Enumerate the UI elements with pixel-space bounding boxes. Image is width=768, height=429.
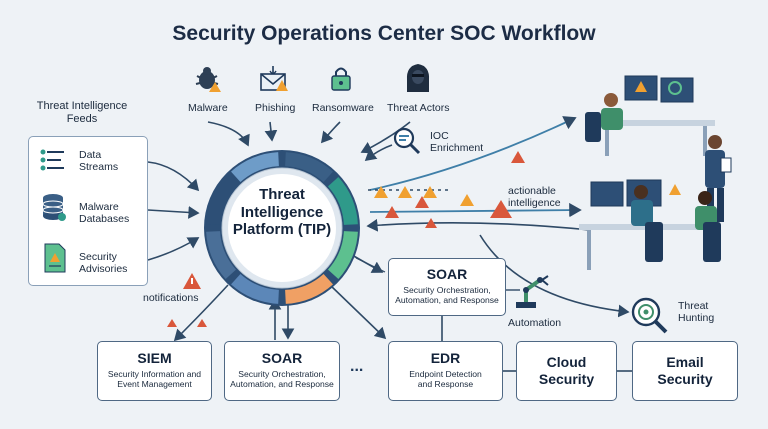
- tip-ring-segment: [327, 177, 358, 225]
- feed-item-malware-databases: Malware Databases: [79, 201, 130, 226]
- arrow-feeds-advisories: [147, 237, 200, 261]
- warning-icon: [374, 186, 388, 198]
- tip-ring-segment: [327, 231, 358, 279]
- threat-actors-label: Threat Actors: [387, 102, 450, 114]
- soar-bottom-subtitle: Security Orchestration, Automation, and …: [230, 369, 334, 390]
- arrow-phishing: [264, 121, 278, 142]
- feeds-heading: Threat Intelligence Feeds: [36, 100, 128, 125]
- edr-title: EDR: [430, 350, 461, 366]
- arrow-to-analysts-top: [369, 116, 577, 191]
- soar-bottom-title: SOAR: [261, 350, 303, 366]
- tip-label[interactable]: Threat Intelligence Platform (TIP): [232, 186, 332, 239]
- bug-icon: [195, 67, 221, 92]
- soar-top-title: SOAR: [426, 266, 468, 282]
- arrow-feedback: [366, 218, 591, 232]
- tip-ring-segment: [231, 152, 279, 183]
- data-streams-icon: [40, 149, 64, 171]
- edr-box[interactable]: EDR Endpoint Detection and Response: [388, 341, 503, 401]
- warning-icon: [167, 319, 177, 327]
- siem-box[interactable]: SIEM Security Information and Event Mana…: [97, 341, 212, 401]
- warning-icon: [490, 200, 512, 218]
- hacker-icon: [406, 64, 430, 92]
- tip-ring-segment: [206, 177, 237, 225]
- feeds-box: Data Streams Malware Databases Security …: [28, 136, 148, 286]
- soar-top-subtitle: Security Orchestration, Automation, and …: [395, 285, 499, 306]
- warning-icon: [398, 186, 412, 198]
- warning-icon: [183, 273, 201, 289]
- advisory-document-icon: [44, 243, 66, 273]
- feed-item-data-streams: Data Streams: [79, 149, 119, 174]
- ioc-enrichment-label: IOC Enrichment: [430, 130, 484, 155]
- cloud-security-box[interactable]: Cloud Security: [516, 341, 617, 401]
- actionable-intelligence-label: actionable intelligence: [508, 185, 561, 210]
- page-title: Security Operations Center SOC Workflow: [172, 22, 596, 45]
- tip-ring-segment: [285, 273, 333, 304]
- warning-icon: [423, 186, 437, 198]
- threat-hunting-label: Threat Hunting: [678, 300, 715, 325]
- siem-subtitle: Security Information and Event Managemen…: [107, 369, 202, 390]
- tip-ring-segments: [206, 152, 358, 304]
- phishing-email-icon: [260, 66, 288, 91]
- tip-ring-segment: [231, 273, 279, 304]
- soar-top-box[interactable]: SOAR Security Orchestration, Automation,…: [388, 258, 506, 316]
- arrow-tip-edr: [329, 284, 387, 340]
- target-magnifier-icon: [631, 297, 668, 334]
- arrow-ioc: [364, 144, 393, 162]
- tip-ring: [204, 150, 360, 306]
- arrow-soar-tip: [355, 257, 386, 273]
- robot-arm-icon: [516, 275, 549, 308]
- siem-title: SIEM: [137, 350, 172, 366]
- feed-item-security-advisories: Security Advisories: [79, 251, 128, 276]
- warning-icon: [511, 151, 525, 163]
- arrow-feeds-malware: [147, 206, 200, 219]
- arrow-to-hunting: [479, 234, 630, 318]
- warning-icon: [197, 319, 207, 327]
- magnifier-icon: [393, 127, 421, 155]
- notifications-label: notifications: [143, 292, 199, 304]
- arrow-to-analysts-mid: [369, 202, 582, 218]
- warning-icon: [425, 218, 437, 228]
- automation-label: Automation: [508, 317, 562, 329]
- analysts-illustration: [579, 75, 732, 270]
- warning-icon: [415, 196, 429, 208]
- arrow-tip-siem: [173, 284, 229, 342]
- threat-malware-label: Malware: [188, 102, 228, 114]
- cloud-security-title: Cloud Security: [538, 353, 595, 388]
- ellipsis: ...: [350, 358, 364, 375]
- alert-triangles: [374, 186, 512, 228]
- arrow-ransomware: [320, 121, 341, 144]
- database-icon: [42, 194, 66, 221]
- lock-icon: [331, 67, 351, 91]
- threat-phishing-label: Phishing: [255, 102, 296, 114]
- threat-ransomware-label: Ransomware: [312, 102, 374, 114]
- soar-bottom-box[interactable]: SOAR Security Orchestration, Automation,…: [224, 341, 340, 401]
- tip-ring-segment: [206, 231, 237, 279]
- warning-icon: [385, 206, 399, 218]
- edr-subtitle: Endpoint Detection and Response: [409, 369, 482, 390]
- email-security-box[interactable]: Email Security: [632, 341, 738, 401]
- tip-ring-segment: [285, 152, 333, 183]
- arrow-malware: [207, 121, 250, 147]
- email-security-title: Email Security: [657, 353, 713, 388]
- warning-icon: [460, 194, 474, 206]
- arrow-feeds-data: [147, 161, 200, 192]
